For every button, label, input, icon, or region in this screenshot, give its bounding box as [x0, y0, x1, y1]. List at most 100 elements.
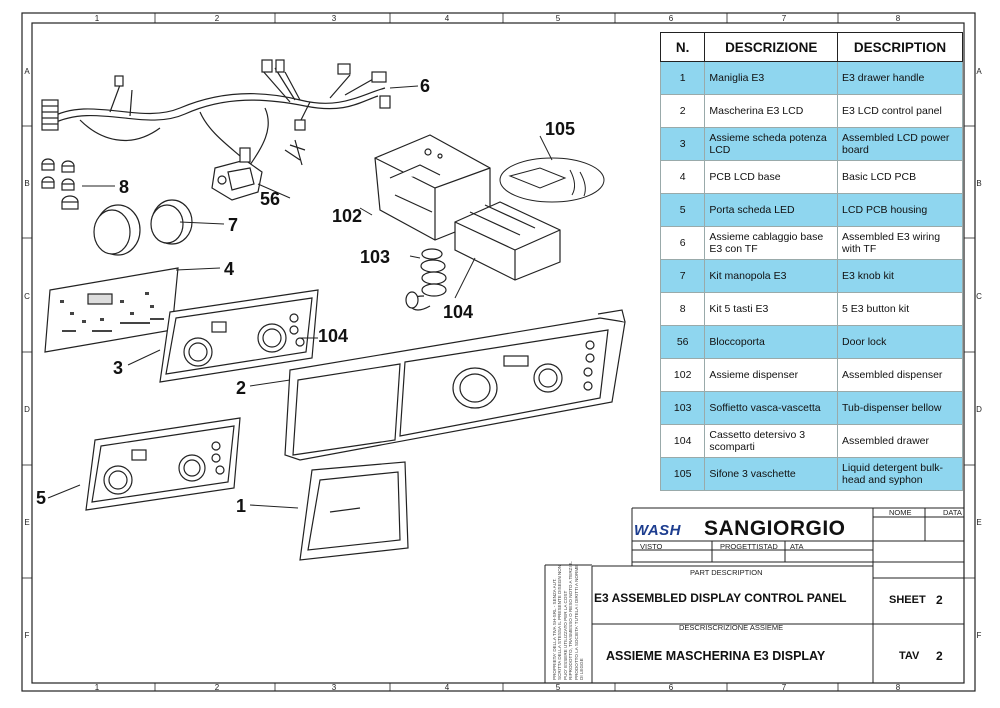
tav-label: TAV: [899, 650, 920, 662]
part-number: 56: [659, 325, 706, 359]
table-row: 6 Assieme cablaggio base E3 con TF Assem…: [659, 226, 963, 260]
table-row: 104 Cassetto detersivo 3 scomparti Assem…: [659, 424, 963, 458]
col-label: 6: [669, 683, 674, 692]
part-description: E3 knob kit: [837, 259, 963, 293]
callout-104: 104: [443, 302, 473, 322]
table-row: 102 Assieme dispenser Assembled dispense…: [659, 358, 963, 392]
part-description: LCD PCB housing: [837, 193, 963, 227]
col-label: 2: [215, 14, 220, 23]
row-label: D: [976, 405, 982, 414]
sheet-label: SHEET: [889, 594, 926, 606]
table-row: 3 Assieme scheda potenza LCD Assembled L…: [659, 127, 963, 161]
part-number: 105: [659, 457, 706, 491]
part-description: E3 LCD control panel: [837, 94, 963, 128]
pcb-housing-drawing: [85, 417, 241, 511]
callout-3: 3: [113, 358, 123, 378]
col-label: 6: [669, 14, 674, 23]
col-label: 5: [556, 683, 561, 692]
callout-4: 4: [224, 259, 234, 279]
syphon-drawing: [499, 157, 605, 203]
part-number: 6: [659, 226, 706, 260]
col-label: 8: [896, 14, 901, 23]
part-number: 8: [659, 292, 706, 326]
callout-104: 104: [318, 326, 348, 346]
row-label: F: [977, 631, 982, 640]
part-description: Assembled drawer: [837, 424, 963, 458]
nome-label: NOME: [889, 508, 912, 517]
part-description: Assembled LCD power board: [837, 127, 963, 161]
row-label: E: [976, 518, 981, 527]
callout-105: 105: [545, 119, 575, 139]
callout-1: 1: [236, 496, 246, 516]
row-label: D: [24, 405, 30, 414]
part-descrizione: Assieme dispenser: [704, 358, 839, 392]
callout-7: 7: [228, 215, 238, 235]
col-label: 3: [332, 683, 337, 692]
table-row: 56 Bloccoporta Door lock: [659, 325, 963, 359]
col-label: 7: [782, 683, 787, 692]
drawer-drawing: [454, 201, 561, 281]
button-kit-drawing: [41, 158, 79, 210]
table-row: 105 Sifone 3 vaschette Liquid detergent …: [659, 457, 963, 491]
col-label: 3: [332, 14, 337, 23]
header-descrizione: DESCRIZIONE: [704, 32, 839, 62]
part-number: 5: [659, 193, 706, 227]
row-label: A: [24, 67, 30, 76]
table-header-row: N. DESCRIZIONE DESCRIPTION: [659, 32, 963, 62]
col-label: 8: [896, 683, 901, 692]
callout-102: 102: [332, 206, 362, 226]
property-notice: PROPRIETA' DELLA TIVA SH-SRL - SENZA AUT…: [552, 561, 585, 680]
power-board-drawing: [159, 289, 319, 383]
callout-numbers: 6 8 7 56 102 105 4 103 104 104 3 2 5 1: [36, 76, 575, 516]
row-label: B: [24, 179, 29, 188]
callout-5: 5: [36, 488, 46, 508]
callout-8: 8: [119, 177, 129, 197]
col-label: 7: [782, 14, 787, 23]
col-label: 1: [95, 14, 100, 23]
part-descrizione: Soffietto vasca-vascetta: [704, 391, 839, 425]
header-num: N.: [659, 32, 706, 62]
part-description-label: PART DESCRIPTION: [690, 568, 763, 577]
row-label: C: [24, 292, 30, 301]
part-number: 7: [659, 259, 706, 293]
table-row: 5 Porta scheda LED LCD PCB housing: [659, 193, 963, 227]
visto-label: VISTO: [640, 542, 663, 551]
part-descrizione: Assieme cablaggio base E3 con TF: [704, 226, 839, 260]
part-description: Basic LCD PCB: [837, 160, 963, 194]
row-label: B: [976, 179, 981, 188]
part-descrizione: Porta scheda LED: [704, 193, 839, 227]
row-label: A: [976, 67, 982, 76]
part-descrizione: Bloccoporta: [704, 325, 839, 359]
part-number: 2: [659, 94, 706, 128]
part-descrizione: Maniglia E3: [704, 61, 839, 95]
sangiorgio-logo: SANGIORGIO: [704, 517, 846, 540]
parts-table: N. DESCRIZIONE DESCRIPTION 1 Maniglia E3…: [659, 32, 963, 491]
descr-assieme-label: DESCRISCRIZIONE ASSIEME: [679, 623, 784, 632]
part-descrizione: Sifone 3 vaschette: [704, 457, 839, 491]
part-description-value: E3 ASSEMBLED DISPLAY CONTROL PANEL: [594, 591, 847, 605]
callout-2: 2: [236, 378, 246, 398]
title-block-lines: [544, 507, 964, 683]
callout-56: 56: [260, 189, 280, 209]
sheet-value: 2: [936, 593, 943, 607]
table-row: 7 Kit manopola E3 E3 knob kit: [659, 259, 963, 293]
table-row: 1 Maniglia E3 E3 drawer handle: [659, 61, 963, 95]
ata-label: ATA: [790, 542, 804, 551]
control-panel-drawing: [284, 309, 626, 461]
drawing-frame: [21, 12, 976, 692]
drawer-handle-drawing: [299, 461, 409, 561]
frame-labels: 1 2 3 4 5 6 7 8 1 2 3 4 5 6 7 8 A B C D …: [24, 14, 982, 692]
part-number: 3: [659, 127, 706, 161]
part-description: Door lock: [837, 325, 963, 359]
part-descrizione: PCB LCD base: [704, 160, 839, 194]
part-number: 104: [659, 424, 706, 458]
callout-6: 6: [420, 76, 430, 96]
part-description: 5 E3 button kit: [837, 292, 963, 326]
table-row: 8 Kit 5 tasti E3 5 E3 button kit: [659, 292, 963, 326]
part-descrizione: Kit manopola E3: [704, 259, 839, 293]
part-description: Liquid detergent bulk-head and syphon: [837, 457, 963, 491]
part-description: Assembled dispenser: [837, 358, 963, 392]
part-number: 1: [659, 61, 706, 95]
part-descrizione: Assieme scheda potenza LCD: [704, 127, 839, 161]
part-number: 102: [659, 358, 706, 392]
